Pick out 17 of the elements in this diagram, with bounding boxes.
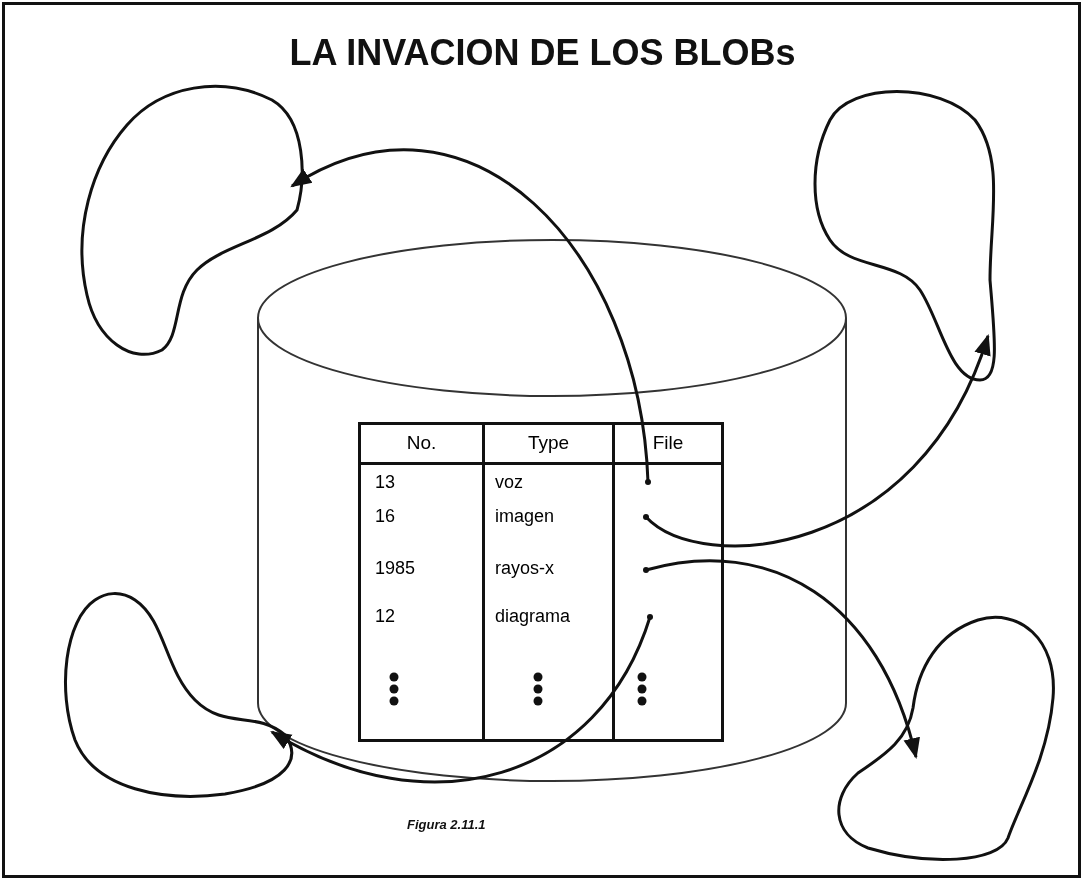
table-cell-text: rayos-x bbox=[495, 559, 554, 577]
table-cell-text: 13 bbox=[375, 473, 396, 491]
figure-caption: Figura 2.11.1 bbox=[407, 816, 486, 834]
column-header: File bbox=[652, 431, 684, 456]
arrow bbox=[645, 559, 919, 759]
arrow bbox=[290, 149, 650, 483]
column-header: Type bbox=[527, 431, 570, 456]
table-cell-text: imagen bbox=[495, 507, 555, 525]
table-cell-text: 1985 bbox=[375, 559, 416, 577]
table-cell-text: diagrama bbox=[495, 607, 571, 625]
arrow bbox=[645, 334, 990, 548]
table-cell-text: 12 bbox=[375, 607, 396, 625]
table-cell-text: 16 bbox=[375, 507, 396, 525]
column-header: No. bbox=[406, 431, 437, 456]
table-cell-text: voz bbox=[495, 473, 523, 491]
arrow bbox=[270, 616, 652, 784]
diagram-title: LA INVACION DE LOS BLOBs bbox=[288, 31, 797, 75]
